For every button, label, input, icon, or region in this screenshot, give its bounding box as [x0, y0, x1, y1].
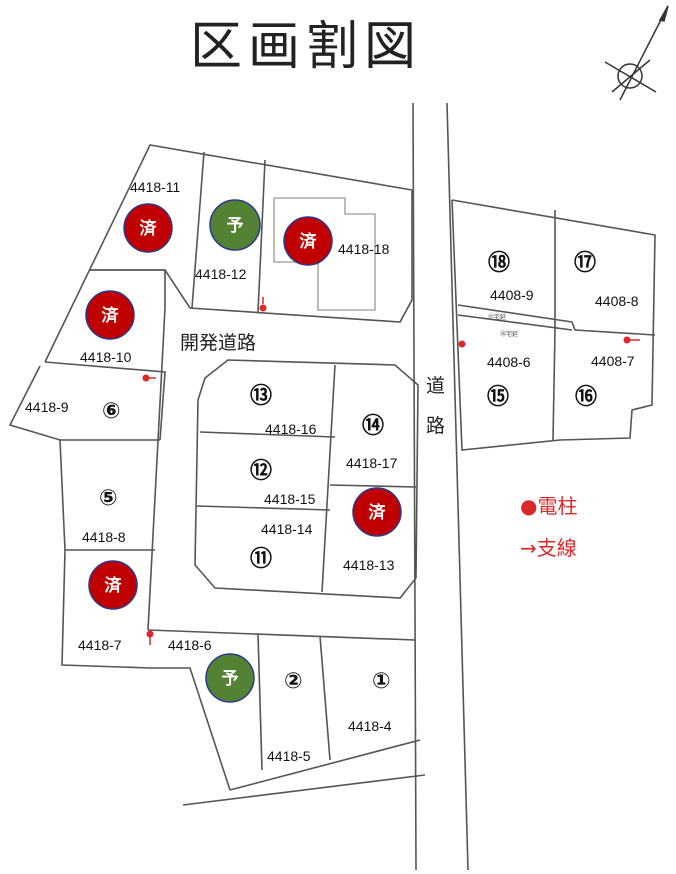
parcel-label: 4418-14 [261, 521, 313, 537]
parcel-label: 4418-16 [265, 421, 317, 437]
parcel-label: 4418-7 [78, 637, 122, 653]
svg-text:済: 済 [105, 575, 123, 596]
pole-icon [146, 630, 154, 638]
parcel-label: 4418-17 [346, 455, 398, 471]
utility-poles [142, 297, 640, 645]
lane-label-16: ⑯宅延 [500, 330, 518, 338]
legend-branch: →支線 [520, 536, 577, 560]
main-road-label-bottom: 路 [426, 415, 445, 437]
parcel-label: 4408-9 [490, 287, 534, 303]
lot-number: ⑪ [250, 546, 272, 572]
status-badge-sold: 済 [88, 560, 138, 610]
lot-number: ① [372, 669, 391, 694]
status-badge-sold: 済 [85, 290, 135, 340]
lot-number: ② [284, 669, 303, 694]
status-badge-reserved: 予 [205, 653, 255, 703]
lot-number: ⑯ [575, 384, 597, 410]
lot-number: ⑮ [487, 384, 509, 410]
parcel-label: 4418-9 [25, 399, 69, 415]
svg-text:済: 済 [300, 231, 318, 252]
pole-icon [458, 340, 466, 348]
parcel-label: 4408-6 [487, 354, 531, 370]
parcel-label: 4408-8 [595, 293, 639, 309]
page-title: 区画割図 [190, 17, 423, 77]
lot-boundaries [8, 102, 656, 871]
parcel-label: 4418-11 [130, 179, 181, 195]
parcel-label: 4418-15 [264, 491, 316, 507]
main-road-label-top: 道 [426, 375, 445, 397]
lot-number: ⑫ [250, 458, 272, 484]
status-badge-sold: 済 [123, 203, 173, 253]
lot-number: ⑬ [250, 383, 272, 409]
parcel-label: 4418-13 [343, 557, 395, 573]
parcel-label: 4418-5 [267, 748, 311, 764]
lane-label-17: ⑰宅延 [488, 313, 506, 321]
lot-number: ⑱ [488, 250, 510, 276]
lot-number: ⑭ [362, 413, 384, 439]
svg-text:済: 済 [140, 218, 158, 239]
svg-text:予: 予 [222, 669, 239, 689]
status-badge-sold: 済 [283, 216, 333, 266]
lot-number: ⑰ [574, 250, 596, 276]
parcel-label: 4418-4 [348, 718, 392, 734]
svg-text:予: 予 [227, 216, 244, 236]
pole-icon [623, 336, 631, 344]
lot-number: ⑤ [99, 486, 118, 511]
parcel-label: 4408-7 [591, 353, 635, 369]
svg-text:済: 済 [369, 502, 387, 523]
parcel-label: 4418-10 [80, 349, 132, 365]
parcel-label: 4418-6 [168, 637, 212, 653]
parcel-label: 4418-12 [195, 266, 247, 282]
status-badge-sold: 済 [352, 487, 402, 537]
pole-icon [259, 304, 267, 312]
svg-text:済: 済 [102, 305, 120, 326]
parcel-label: 4418-8 [82, 529, 126, 545]
parcel-label: 4418-18 [338, 241, 390, 257]
compass-icon [604, 5, 669, 101]
development-road-label: 開発道路 [180, 332, 256, 354]
legend-pole: ●電柱 [520, 494, 577, 518]
status-badge-reserved: 予 [209, 199, 261, 251]
lot-number: ⑥ [102, 399, 121, 424]
